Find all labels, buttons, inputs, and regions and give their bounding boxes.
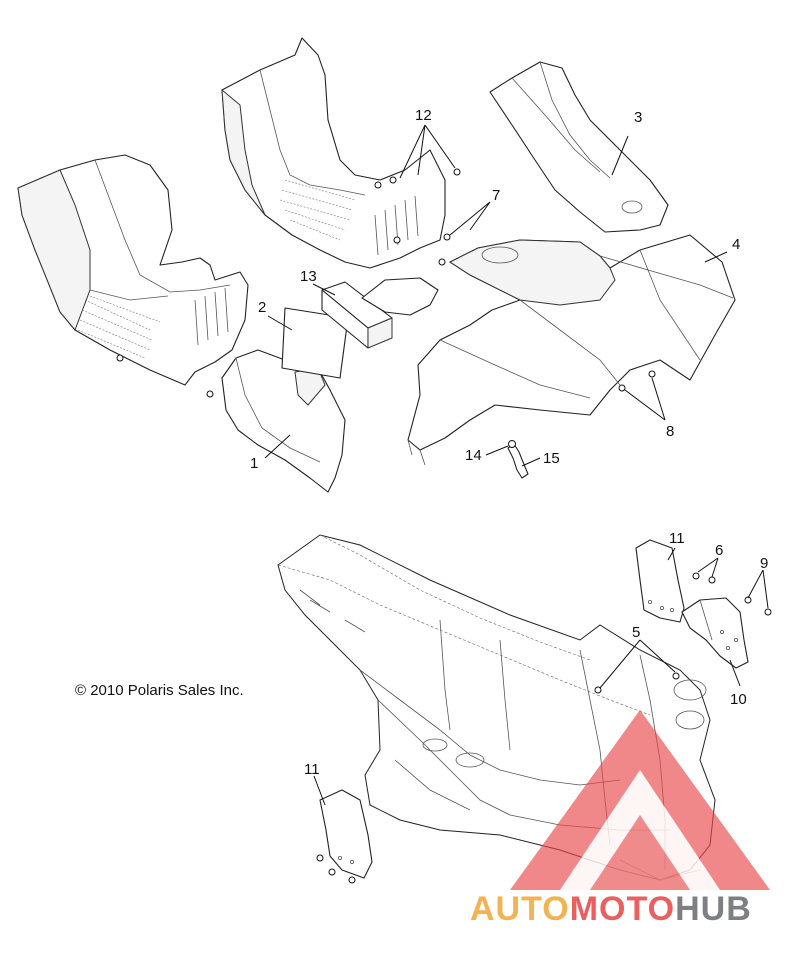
callout-10: 10 <box>730 691 747 708</box>
clamp-part-14 <box>508 440 516 448</box>
callout-6: 6 <box>715 542 723 559</box>
center-footwell-part <box>221 37 446 269</box>
small-bracket <box>361 277 439 316</box>
bracket-part-10 <box>681 597 749 669</box>
callout-8: 8 <box>666 423 674 440</box>
callout-9: 9 <box>760 555 768 572</box>
watermark-logo: AUTOMOTOHUB <box>470 710 770 928</box>
callout-11-lower: 11 <box>304 761 320 778</box>
copyright-text: © 2010 Polaris Sales Inc. <box>75 682 244 699</box>
left-footwell-part <box>17 154 249 398</box>
hose-part-15 <box>507 443 529 479</box>
callout-12: 12 <box>415 107 432 124</box>
shield-part-11-lower <box>319 789 373 879</box>
callout-11-upper: 11 <box>669 530 685 547</box>
callout-5: 5 <box>632 624 640 641</box>
callout-13: 13 <box>300 268 317 285</box>
foam-block-part-13 <box>321 281 393 349</box>
fastener-hardware <box>374 168 656 392</box>
callout-2: 2 <box>258 299 266 316</box>
callout-15: 15 <box>543 450 560 467</box>
callout-4: 4 <box>732 236 740 253</box>
callout-3: 3 <box>634 109 642 126</box>
front-fender-part-4 <box>407 234 736 466</box>
side-panel-part-1 <box>221 349 346 493</box>
callout-1: 1 <box>250 455 258 472</box>
callout-7: 7 <box>492 187 500 204</box>
shield-part-11-upper <box>635 539 685 623</box>
watermark-triangle-icon <box>510 710 770 890</box>
callout-14: 14 <box>465 447 482 464</box>
top-panel-part-3 <box>489 61 669 233</box>
watermark-text: AUTOMOTOHUB <box>470 890 752 928</box>
frame-hardware <box>316 572 772 884</box>
leader-lines <box>264 124 769 806</box>
callout-labels: 1 2 3 4 5 6 7 8 9 10 11 11 12 13 14 15 <box>250 107 768 778</box>
